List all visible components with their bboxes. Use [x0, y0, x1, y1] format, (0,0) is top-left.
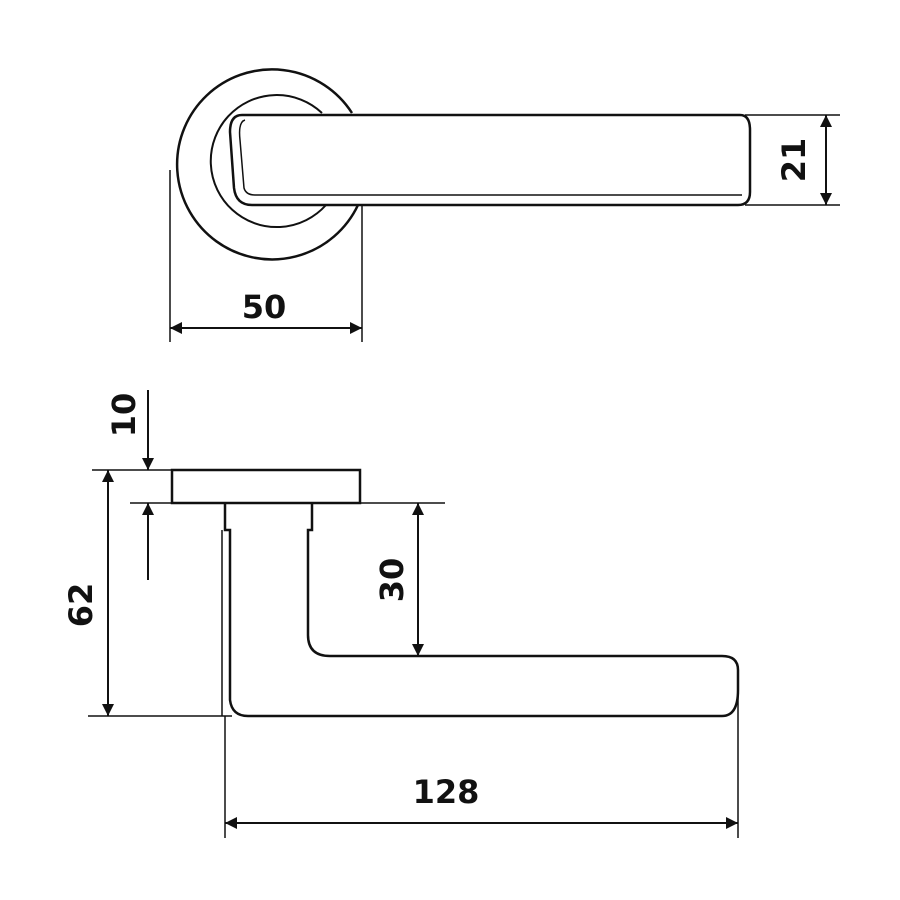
lever-top-inner-edge — [238, 119, 742, 196]
dimension-50 — [169, 170, 363, 342]
rosette-plate — [170, 468, 362, 505]
dimension-30 — [330, 503, 430, 657]
dimension-128 — [224, 690, 739, 838]
label-30: 30 — [373, 558, 411, 603]
dimension-62 — [88, 470, 232, 717]
side-view — [88, 390, 740, 838]
lever-top-outline — [228, 113, 752, 207]
lever-side-outline — [223, 503, 740, 718]
label-21: 21 — [775, 138, 813, 183]
top-view — [169, 68, 840, 342]
dimension-21 — [745, 114, 840, 206]
dimension-10 — [92, 390, 445, 580]
label-50: 50 — [242, 288, 287, 326]
rosette-outer-circle — [175, 68, 360, 261]
rosette-inner-circle — [209, 94, 327, 229]
label-10: 10 — [105, 393, 143, 438]
label-128: 128 — [413, 773, 480, 811]
label-62: 62 — [62, 583, 100, 628]
